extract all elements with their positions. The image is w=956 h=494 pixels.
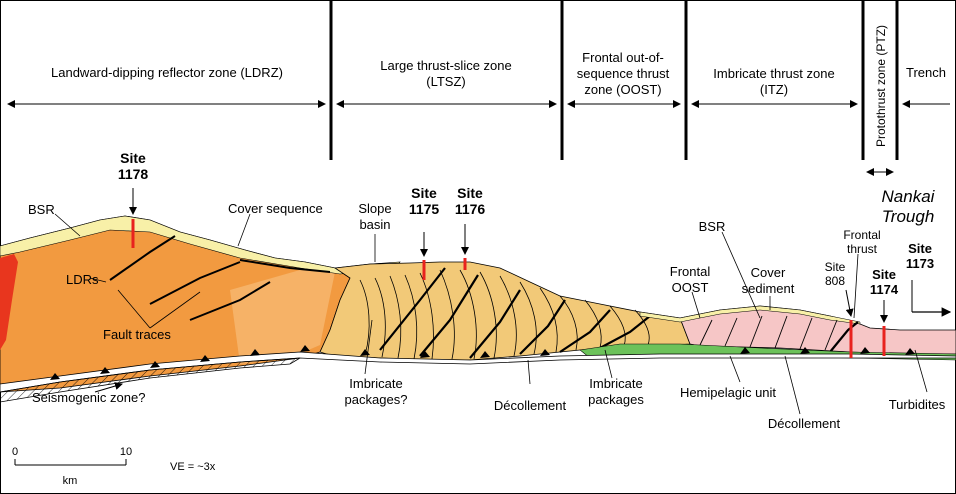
zone-trench-label: Trench [906,65,946,80]
frontal-thrust-fault [829,321,859,353]
turbidites-label: Turbidites [889,397,946,412]
site-1178-label-line1: Site [120,150,146,166]
itz-cover-sediment [639,305,861,325]
site-1174-label-line1: Site [872,267,896,282]
imbricate-packages-q-label-line2: packages? [345,392,408,407]
imbricate-packages-label-line2: packages [588,392,644,407]
nankai-trough-label-line1: Nankai [882,187,936,206]
decollement-label-2: Décollement [768,416,841,431]
frontal-thrust-label-line2: thrust [847,242,878,256]
ldr-light-shading [230,270,335,364]
zone-header: Landward-dipping reflector zone (LDRZ) L… [7,0,950,176]
frontal-oost-label-line2: OOST [672,280,709,295]
site-1174-label-line2: 1174 [870,282,899,297]
site-1173-label-line2: 1173 [906,256,934,271]
site-808-label-line1: Site [825,260,846,274]
bsr-right-label: BSR [699,219,726,234]
fault-traces-label: Fault traces [103,327,171,342]
slope-basin-label-line2: basin [359,217,390,232]
site-arrow [845,289,854,317]
zone-itz-label-line1: Imbricate thrust zone [713,66,834,81]
red-landward-block [0,254,18,350]
zone-oost-label-line2: sequence thrust [577,66,670,81]
frontal-thrust-label-line1: Frontal [843,228,880,242]
zone-oost-label-line3: zone (OOST) [584,82,661,97]
scale-bar: 0 10 km VE = ~3x [12,446,216,487]
slope-basin-label-line1: Slope [358,201,391,216]
cover-sediment-label-line2: sediment [742,281,795,296]
ldrs-label: LDRs [66,272,99,287]
scale-zero-label: 0 [12,446,18,458]
annotations: BSR Cover sequence LDRs Fault traces Slo… [28,187,946,431]
site-1178-label-line2: 1178 [118,166,149,182]
vertical-exaggeration-label: VE = ~3x [170,461,216,473]
imbricate-packages-label-line1: Imbricate [589,376,642,391]
site-1175-label-line1: Site [411,185,437,201]
nankai-trough-label-line2: Trough [882,207,935,226]
imbricate-packages-q-label-line1: Imbricate [349,376,402,391]
zone-ltsz-label-line2: (LTSZ) [426,74,465,89]
zone-ptz-label: Protothrust zone (PTZ) [874,25,888,147]
ltsz-thrust-faults [379,267,651,359]
site-1176-label-line1: Site [457,185,483,201]
leader-lines [54,213,928,415]
zone-ldrz-label: Landward-dipping reflector zone (LDRZ) [51,65,283,80]
cross-section [0,215,956,403]
site-1176-label-line2: 1176 [455,201,486,217]
cover-sequence-label: Cover sequence [228,201,323,216]
drill-sites: Site 1178 Site 1175 Site 1176 Site 808 S… [118,150,952,358]
fault-traces [109,235,331,321]
oceanic-crust-hatched [0,357,301,403]
site-1173-label-line1: Site [908,241,932,256]
subduction-teeth [50,345,915,380]
zone-itz-label-line2: (ITZ) [760,82,788,97]
hemipelagic-unit-label: Hemipelagic unit [680,385,776,400]
frontal-oost-label-line1: Frontal [670,264,711,279]
zone-oost-label-line1: Frontal out-of- [582,50,664,65]
decollement-label-1: Décollement [494,398,567,413]
scale-unit-label: km [63,475,78,487]
seismogenic-arrow [94,382,123,393]
zone-ltsz-label-line1: Large thrust-slice zone [380,58,512,73]
scale-ten-label: 10 [120,446,132,458]
site-1175-label-line2: 1175 [409,201,440,217]
bsr-left-label: BSR [28,202,55,217]
itz-thrusts [699,315,838,351]
cover-sediment-label-line1: Cover [751,265,786,280]
site-808-label-line2: 808 [825,274,845,288]
seismogenic-zone-label: Seismogenic zone? [32,390,145,405]
